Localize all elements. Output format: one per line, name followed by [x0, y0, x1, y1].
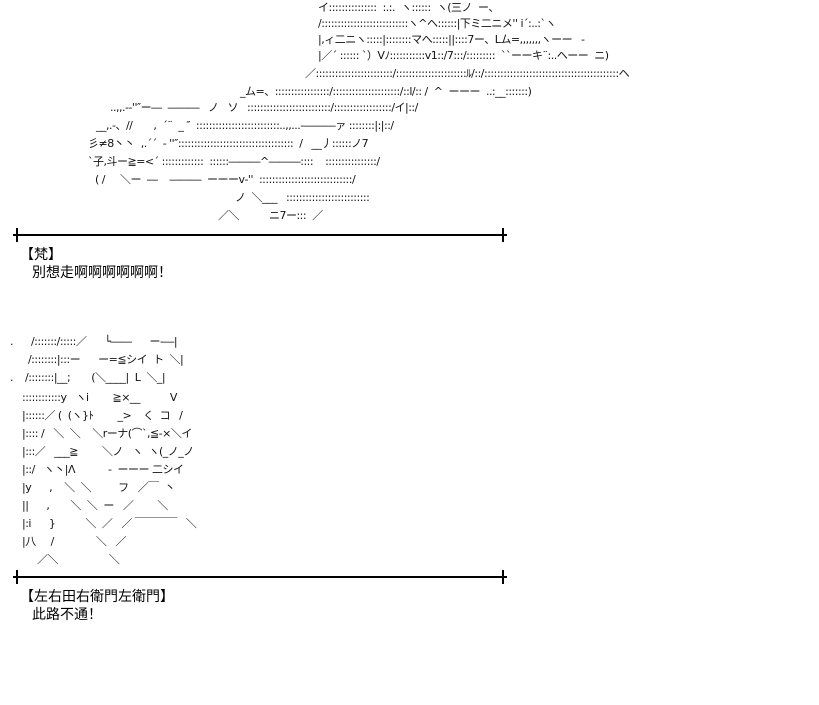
- ascii-art-line: _ム=、:::::::::::::::::/::::::::::::::::::…: [240, 85, 532, 98]
- ascii-art-line: |八 / ＼ ／: [10, 535, 126, 548]
- ascii-art-line: /::::::::|:::ー ー=≦シイ ト ＼|: [10, 353, 184, 366]
- ascii-art-line: |:::: / ＼ ＼ ＼rーナ(⌒`,≦-×＼イ: [10, 427, 192, 440]
- divider-line: [13, 570, 507, 584]
- ascii-art-line: ( / ＼ー ― ――― ーーーv‐'' :::::::::::::::::::…: [95, 173, 356, 186]
- ascii-art-line: . /:::::::/:::::／ └―― ー-―|: [10, 335, 178, 348]
- ascii-art-line: |:i } ＼ ／ ／ ￣￣￣￣ ＼: [10, 517, 197, 530]
- ascii-art-line: ノ ＼___ ::::::::::::::::::::::::::: [235, 191, 370, 204]
- ascii-art-line: ／::::::::::::::::::::::::/::::::::::::::…: [305, 67, 630, 80]
- ascii-art-line: 彡≠8丶丶 ,.´´ ‐ ''″::::::::::::::::::::::::…: [88, 137, 369, 150]
- speaker-name: 【梵】: [20, 247, 62, 263]
- ascii-art-line: /:::::::::::::::::::::::::::ヽ^ヘ::::::|下ミ…: [318, 17, 556, 30]
- ascii-art-line: |／´ :::::: `）Vﾉ:::::::::::v1::/7:::/::::…: [318, 49, 609, 62]
- ascii-art-line: |::/ ヽ丶|Λ - ーーー 二シイ: [10, 463, 184, 476]
- ascii-art-line: ／＼ ニ7ー::: ／: [218, 209, 323, 222]
- ascii-art-line: __,.-、// , ´¨ _ ″ ::::::::::::::::::::::…: [96, 119, 394, 132]
- ascii-art-line: |y , ＼ ＼ フ ／￣ 丶: [10, 481, 176, 494]
- ascii-art-line: |:::／ ___≧ ＼ノ ヽ ヽ(_ノ_ノ: [10, 445, 194, 458]
- ascii-art-line: イ::::::::::::::: :.:. ヽ:::::: ヽ(三ノ ー、: [318, 1, 499, 14]
- ascii-art-line: `子,斗ー≧=<´ ::::::::::::: ::::::―――^―――:::…: [88, 155, 380, 168]
- speaker-name: 【左右田右衛門左衛門】: [20, 589, 174, 605]
- ascii-art-line: . /::::::::|__; (＼____| L ＼_|: [10, 371, 166, 384]
- divider-line: [13, 228, 507, 242]
- ascii-art-line: |::::::／ ( (ヽ}ﾄ _> く コ /: [10, 409, 183, 422]
- ascii-art-line: || , ＼ ＼ ー ／ ＼: [10, 499, 168, 512]
- ascii-art-line: ／＼ ＼: [10, 553, 120, 566]
- dialogue-line: 別想走啊啊啊啊啊啊！: [32, 265, 172, 281]
- ascii-art-line: ::::::::::::y ヽi ≧×__ V: [10, 391, 177, 404]
- dialogue-line: 此路不通！: [32, 607, 102, 623]
- ascii-art-line: |,ィ二ニヽ:::::|::::::::マヘ:::::||::::7ー、Lム=,…: [318, 33, 585, 46]
- ascii-art-line: ..,,.-‐''″ー― ――― ノ ソ :::::::::::::::::::…: [110, 101, 418, 114]
